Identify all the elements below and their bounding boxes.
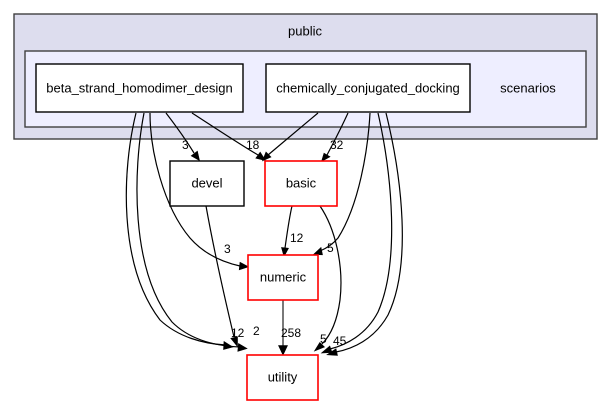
edge-line [205, 205, 235, 338]
node-basic[interactable]: basic [264, 160, 338, 207]
node-rect[interactable] [247, 254, 319, 301]
node-rect[interactable] [265, 63, 471, 113]
node-rect[interactable] [35, 63, 244, 113]
cluster-scenarios-label: scenarios [500, 80, 556, 95]
edge-basic-to-numeric [281, 205, 293, 258]
edge-basic-to-utility [313, 205, 342, 352]
edge-beta-strand-to-basic [191, 112, 267, 161]
edge-arrowhead [281, 247, 289, 258]
edge-beta-strand-to-devel [165, 112, 200, 162]
edge-label-beta-numeric: 3 [224, 242, 231, 256]
node-rect[interactable] [264, 160, 338, 207]
edge-devel-to-utility [205, 205, 238, 348]
edge-beta-strand-to-utility-alt [136, 112, 248, 352]
edge-chemical-to-utility [320, 112, 393, 354]
edge-label-devel-utility: 12 [231, 326, 245, 340]
node-beta-strand-homodimer-design[interactable]: beta_strand_homodimer_design [35, 63, 244, 113]
node-label: beta_strand_homodimer_design [46, 80, 232, 95]
edge-line [165, 112, 195, 154]
edge-chemical-to-basic-junction [261, 112, 319, 162]
edge-line [284, 205, 293, 249]
edge-arrowhead [321, 152, 331, 163]
edge-chemical-to-basic [321, 112, 349, 163]
edge-arrowhead [312, 246, 323, 256]
edge-label-chemical-numeric: 5 [327, 241, 334, 255]
edge-label-basic-utility: 5 [320, 332, 327, 346]
edge-line [335, 112, 403, 353]
edge-arrowhead [190, 150, 200, 162]
edge-line [329, 112, 393, 350]
edge-line [149, 112, 241, 267]
edge-arrowhead [261, 151, 272, 162]
edge-arrowhead [230, 336, 238, 348]
node-label: devel [191, 175, 222, 190]
edge-label-numeric-utility: 258 [281, 326, 301, 340]
edge-label-beta-basic: 18 [246, 138, 260, 152]
node-label: chemically_conjugated_docking [276, 80, 460, 95]
node-rect[interactable] [169, 160, 245, 207]
edge-beta-strand-to-utility [125, 112, 234, 350]
edge-beta-strand-to-numeric [149, 112, 250, 271]
cluster-public-label: public [288, 23, 322, 38]
edge-numeric-to-utility [278, 300, 288, 356]
edge-arrowhead [326, 348, 338, 356]
edge-line [319, 112, 371, 252]
edge-label-beta-utility: 2 [253, 324, 260, 338]
node-label: basic [286, 175, 317, 190]
node-rect[interactable] [246, 354, 319, 401]
edge-line [267, 112, 319, 156]
edge-line [191, 112, 259, 156]
edge-chemical-to-utility-alt [326, 112, 403, 356]
edge-label-group: 3 18 32 3 12 5 12 2 258 5 45 [182, 138, 347, 348]
edge-label-beta-devel: 3 [182, 138, 189, 152]
node-utility[interactable]: utility [246, 354, 319, 401]
node-chemically-conjugated-docking[interactable]: chemically_conjugated_docking [265, 63, 471, 113]
edge-line [136, 112, 241, 348]
edge-arrowhead [313, 342, 326, 352]
edge-arrowhead [255, 151, 267, 161]
edge-label-chemical-utility: 45 [333, 334, 347, 348]
edge-arrowhead [278, 345, 288, 356]
edge-arrowhead [320, 345, 333, 354]
edge-arrowhead [238, 261, 250, 271]
node-label: numeric [260, 269, 307, 284]
edge-group [125, 112, 403, 356]
node-numeric[interactable]: numeric [247, 254, 319, 301]
edge-label-basic-numeric: 12 [290, 231, 304, 245]
edge-line [125, 112, 227, 346]
edge-line [319, 205, 342, 345]
edge-label-chemical-basic: 32 [330, 138, 344, 152]
node-label: utility [268, 369, 298, 384]
edge-line [326, 112, 349, 156]
node-devel[interactable]: devel [169, 160, 245, 207]
edge-arrowhead [237, 343, 248, 352]
